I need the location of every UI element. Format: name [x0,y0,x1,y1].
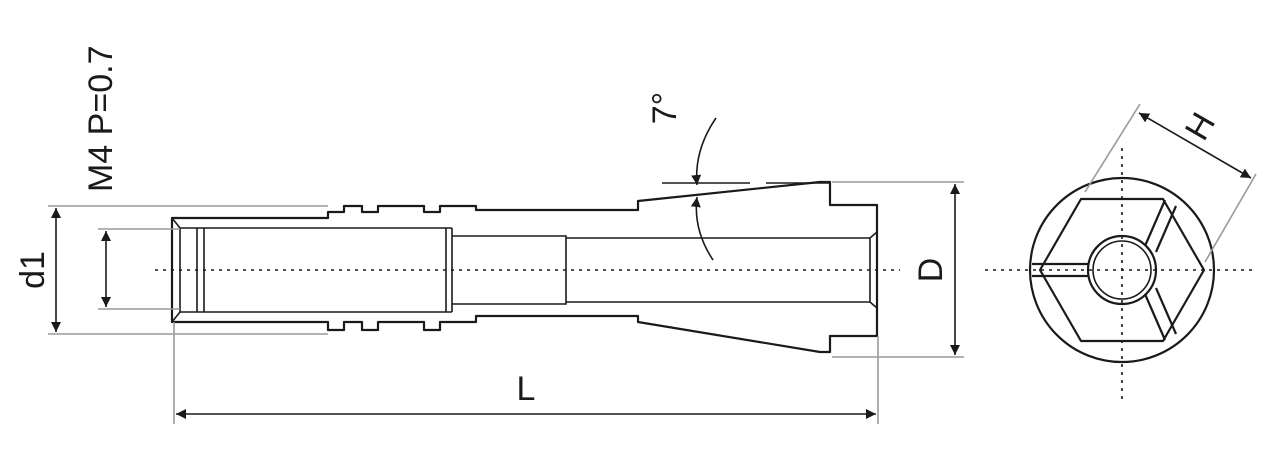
H-label: H [1178,106,1223,146]
slot-upper-right [1143,199,1178,253]
end-view-hexagon [1038,197,1206,343]
d1-label: d1 [14,251,52,289]
slot-left [1032,262,1089,278]
dimension-D: D [832,181,964,358]
collet-side-view [170,180,879,354]
dimension-L: L [173,322,879,424]
D-label: D [912,258,950,283]
dimension-taper-angle: 7° [646,92,717,261]
taper-top-line [637,181,821,202]
end-view-outer-circle [1028,176,1216,364]
end-view-bore-inner [1092,240,1152,300]
thread-spec-label: M4 P=0.7 [82,46,120,192]
collet-outline [170,180,879,354]
collet-end-view [985,148,1255,400]
taper-angle-label: 7° [646,92,684,125]
dimension-thread: M4 P=0.7 [82,46,180,310]
bore-lines [452,231,878,309]
slot-lower-right [1143,287,1178,341]
L-label: L [517,370,536,408]
dimension-d1: d1 [14,205,328,335]
